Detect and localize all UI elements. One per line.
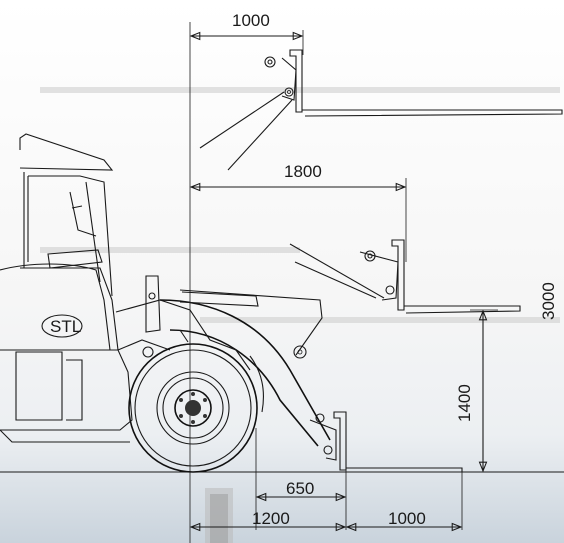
fork-raised-mid — [289, 239, 521, 314]
front-wheel — [128, 343, 258, 473]
dim-ground-reach: 650 — [286, 479, 314, 498]
dim-mid-reach: 1800 — [284, 162, 322, 181]
fork-ground — [309, 411, 463, 473]
dim-lift-height: 1400 — [455, 384, 474, 422]
loader-arm — [159, 289, 331, 447]
loader-cab — [19, 133, 119, 351]
dim-fork-length: 1000 — [388, 509, 426, 528]
extension-lines — [189, 22, 498, 543]
brand-logo-icon — [41, 314, 83, 338]
dim-top-reach: 1000 — [232, 11, 270, 30]
loader-body: STL — [0, 263, 133, 443]
dim-overall-height: 3000 — [539, 282, 558, 320]
background-texture — [40, 87, 560, 543]
loader-frame — [115, 275, 251, 371]
dimension-lines — [189, 31, 488, 532]
dim-wheelbase-offset: 1200 — [252, 509, 290, 528]
fork-raised-top — [199, 49, 563, 171]
svg-text:STL: STL — [50, 317, 81, 336]
